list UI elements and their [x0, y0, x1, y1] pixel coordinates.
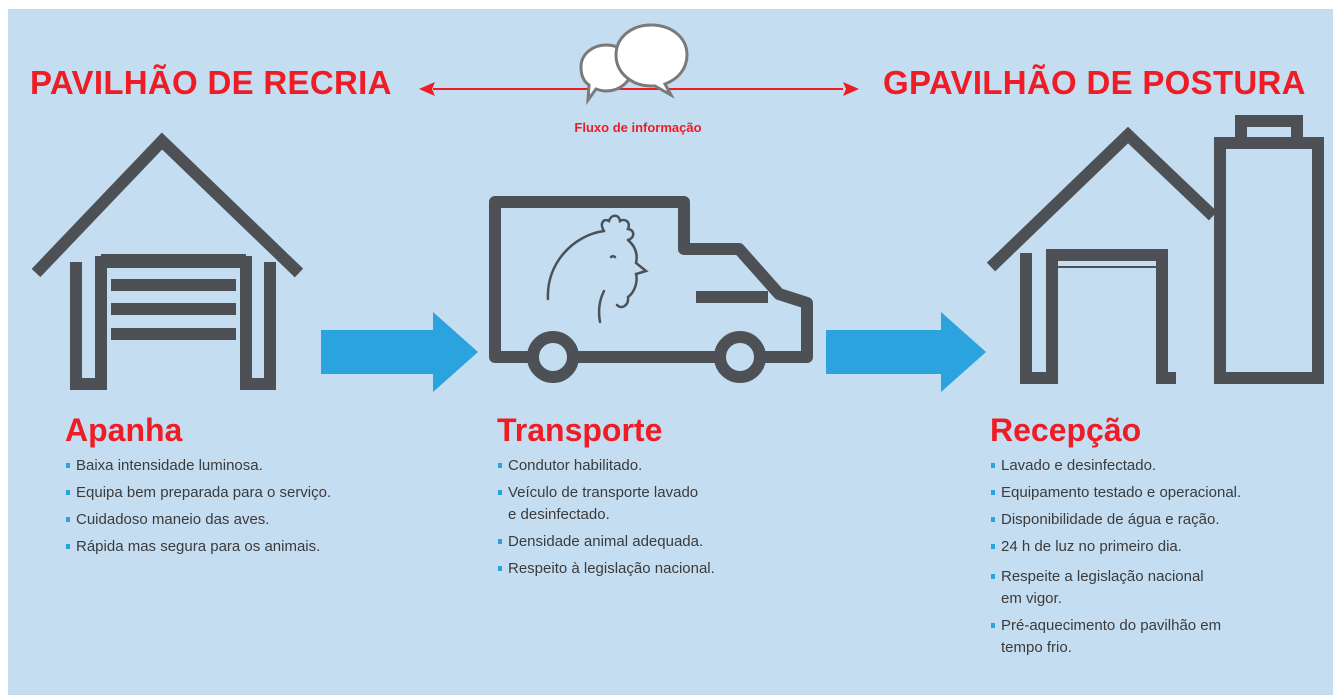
list-item: Respeite a legislação nacional em vigor.	[991, 566, 1241, 610]
section-title-recepcao: Recepção	[990, 412, 1142, 448]
list-item: Equipa bem preparada para o serviço.	[66, 482, 331, 504]
recepcao-list: Lavado e desinfectado. Equipamento testa…	[991, 455, 1241, 664]
diagram-artwork	[31, 23, 1324, 392]
right-arrow-icon	[826, 312, 986, 392]
garage-icon	[31, 132, 304, 390]
transporte-list: Condutor habilitado. Veículo de transpor…	[498, 455, 715, 585]
section-title-apanha: Apanha	[65, 412, 183, 448]
list-item: Baixa intensidade luminosa.	[66, 455, 331, 477]
list-item: Equipamento testado e operacional.	[991, 482, 1241, 504]
poultry-house-with-silo-icon	[986, 115, 1324, 384]
right-arrow-icon	[321, 312, 478, 392]
information-flow-arrow	[419, 82, 859, 96]
information-flow-label: Fluxo de informação	[574, 120, 702, 135]
list-item: Veículo de transporte lavado e desinfect…	[498, 482, 715, 526]
section-title-transporte: Transporte	[497, 412, 663, 448]
infographic-canvas: PAVILHÃO DE RECRIA GPAVILHÃO DE POSTURA …	[8, 9, 1333, 695]
list-item: 24 h de luz no primeiro dia.	[991, 536, 1241, 558]
chicken-icon	[546, 214, 649, 324]
list-item: Lavado e desinfectado.	[991, 455, 1241, 477]
list-item: Condutor habilitado.	[498, 455, 715, 477]
apanha-list: Baixa intensidade luminosa. Equipa bem p…	[66, 455, 331, 563]
truck-with-chicken-icon	[489, 196, 813, 383]
list-item: Cuidadoso maneio das aves.	[66, 509, 331, 531]
list-item: Densidade animal adequada.	[498, 531, 715, 553]
list-item: Pré-aquecimento do pavilhão em tempo fri…	[991, 615, 1241, 659]
rearing-house-title: PAVILHÃO DE RECRIA	[30, 64, 392, 101]
list-item: Respeito à legislação nacional.	[498, 558, 715, 580]
laying-house-title: GPAVILHÃO DE POSTURA	[883, 64, 1306, 101]
list-item: Disponibilidade de água e ração.	[991, 509, 1241, 531]
speech-bubbles-icon	[579, 23, 689, 106]
list-item: Rápida mas segura para os animais.	[66, 536, 331, 558]
